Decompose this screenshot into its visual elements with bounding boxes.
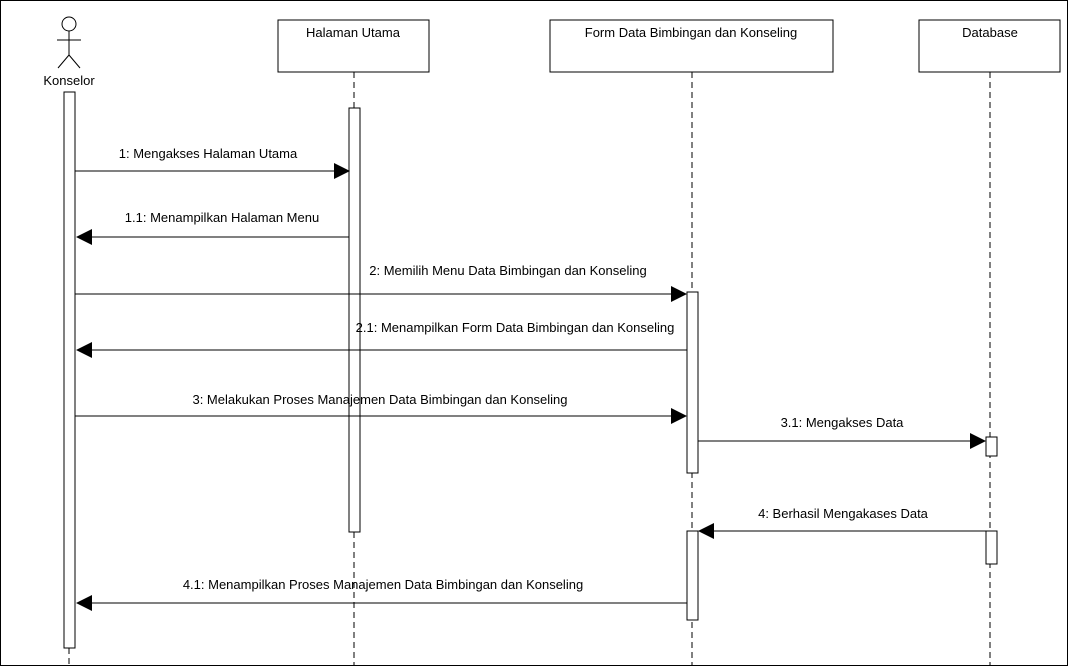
message-label: 3: Melakukan Proses Manajemen Data Bimbi… — [192, 392, 567, 407]
message-label: 2.1: Menampilkan Form Data Bimbingan dan… — [356, 320, 675, 335]
message-4: 4: Berhasil Mengakases Data — [698, 506, 986, 539]
message-3-1: 3.1: Mengakses Data — [698, 415, 986, 449]
stick-figure-icon — [57, 16, 81, 69]
message-2-1: 2.1: Menampilkan Form Data Bimbingan dan… — [76, 320, 687, 358]
message-1-1: 1.1: Menampilkan Halaman Menu — [76, 210, 349, 245]
activation-halaman-utama — [348, 107, 361, 533]
lifeline-head-halaman-utama — [277, 19, 430, 73]
message-label: 1: Mengakses Halaman Utama — [119, 146, 298, 161]
message-label: 1.1: Menampilkan Halaman Menu — [125, 210, 319, 225]
arrowhead-right-icon — [671, 286, 687, 302]
lifeline-database: Database — [918, 19, 1061, 666]
message-4-1: 4.1: Menampilkan Proses Manajemen Data B… — [76, 577, 687, 611]
lifeline-label: Halaman Utama — [306, 25, 401, 40]
arrowhead-left-icon — [76, 229, 92, 245]
activation-konselor — [63, 91, 76, 649]
lifeline-head-form-data — [549, 19, 834, 73]
arrowhead-right-icon — [671, 408, 687, 424]
activation-database-2 — [985, 530, 998, 565]
message-label: 3.1: Mengakses Data — [781, 415, 905, 430]
message-1: 1: Mengakses Halaman Utama — [75, 146, 350, 179]
arrowhead-left-icon — [698, 523, 714, 539]
lifeline-halaman-utama: Halaman Utama — [277, 19, 430, 666]
activation-form-data-2 — [686, 530, 699, 621]
lifeline-head-database — [918, 19, 1061, 73]
message-label: 4: Berhasil Mengakases Data — [758, 506, 929, 521]
actor-konselor: Konselor — [43, 16, 95, 666]
arrowhead-right-icon — [970, 433, 986, 449]
arrowhead-right-icon — [334, 163, 350, 179]
lifeline-form-data: Form Data Bimbingan dan Konseling — [549, 19, 834, 666]
message-3: 3: Melakukan Proses Manajemen Data Bimbi… — [75, 392, 687, 424]
activation-form-data-1 — [686, 291, 699, 474]
arrowhead-left-icon — [76, 595, 92, 611]
arrowhead-left-icon — [76, 342, 92, 358]
message-label: 2: Memilih Menu Data Bimbingan dan Konse… — [369, 263, 647, 278]
activation-database-1 — [985, 436, 998, 457]
message-2: 2: Memilih Menu Data Bimbingan dan Konse… — [75, 263, 687, 302]
actor-label: Konselor — [43, 73, 95, 88]
lifeline-label: Database — [962, 25, 1018, 40]
message-label: 4.1: Menampilkan Proses Manajemen Data B… — [183, 577, 583, 592]
lifeline-label: Form Data Bimbingan dan Konseling — [585, 25, 797, 40]
